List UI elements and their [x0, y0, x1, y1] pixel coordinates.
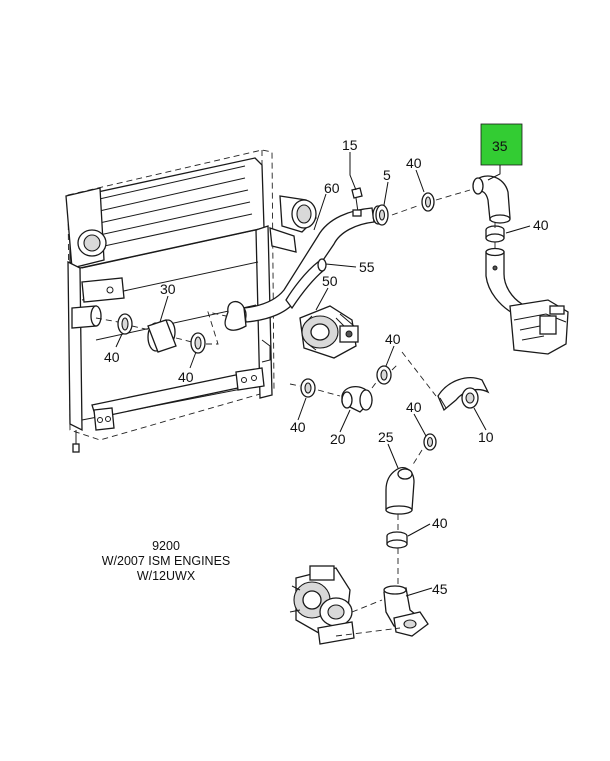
callout-15: 15	[342, 137, 358, 153]
callout-10: 10	[478, 429, 494, 445]
turbo-outlet-pipe	[485, 247, 523, 315]
clamp-40-lower-b	[386, 531, 408, 549]
callout-40-mid-upper: 40	[385, 331, 401, 347]
turbocharger	[289, 565, 355, 645]
callout-60: 60	[324, 180, 340, 196]
clamp-40-lower-a	[423, 433, 437, 451]
clamp-40-left-a	[117, 313, 133, 335]
caption-engine: W/2007 ISM ENGINES	[102, 554, 231, 568]
clamp-5	[375, 204, 389, 226]
callout-5: 5	[383, 167, 391, 183]
clamp-40-mid-b	[376, 365, 392, 385]
callout-35: 35	[492, 138, 508, 154]
callout-40-right: 40	[533, 217, 549, 233]
hose-10	[437, 377, 490, 412]
callout-30: 30	[160, 281, 176, 297]
elbow-35	[472, 175, 511, 224]
clamp-40-left-b	[190, 332, 206, 354]
hose-55	[285, 258, 327, 310]
clamp-40-upper-right	[421, 192, 435, 212]
compressor-housing-right	[509, 299, 569, 355]
elbow-25	[385, 467, 415, 515]
bolt-15	[351, 187, 363, 217]
callout-25: 25	[378, 429, 394, 445]
callout-40-lower: 40	[432, 515, 448, 531]
clamp-40-mid-a	[300, 378, 316, 398]
callout-50: 50	[322, 273, 338, 289]
caption-option: W/12UWX	[137, 569, 196, 583]
callout-40-mid-left: 40	[290, 419, 306, 435]
clamp-40-right-vertical	[485, 225, 505, 243]
tube-30	[147, 319, 177, 353]
caption-model: 9200	[152, 539, 180, 553]
leader-lines	[115, 152, 531, 597]
callout-40-mid-right: 40	[406, 399, 422, 415]
air-compressor-50	[299, 305, 359, 359]
callout-40-upper: 40	[406, 155, 422, 171]
elbow-45	[383, 585, 429, 637]
callout-40-left: 40	[104, 349, 120, 365]
callout-40-left-b: 40	[178, 369, 194, 385]
callout-45: 45	[432, 581, 448, 597]
callout-55: 55	[359, 259, 375, 275]
callout-20: 20	[330, 431, 346, 447]
elbow-20	[341, 385, 373, 413]
callout-35-highlight	[480, 123, 523, 166]
radiator-assembly	[65, 149, 317, 453]
